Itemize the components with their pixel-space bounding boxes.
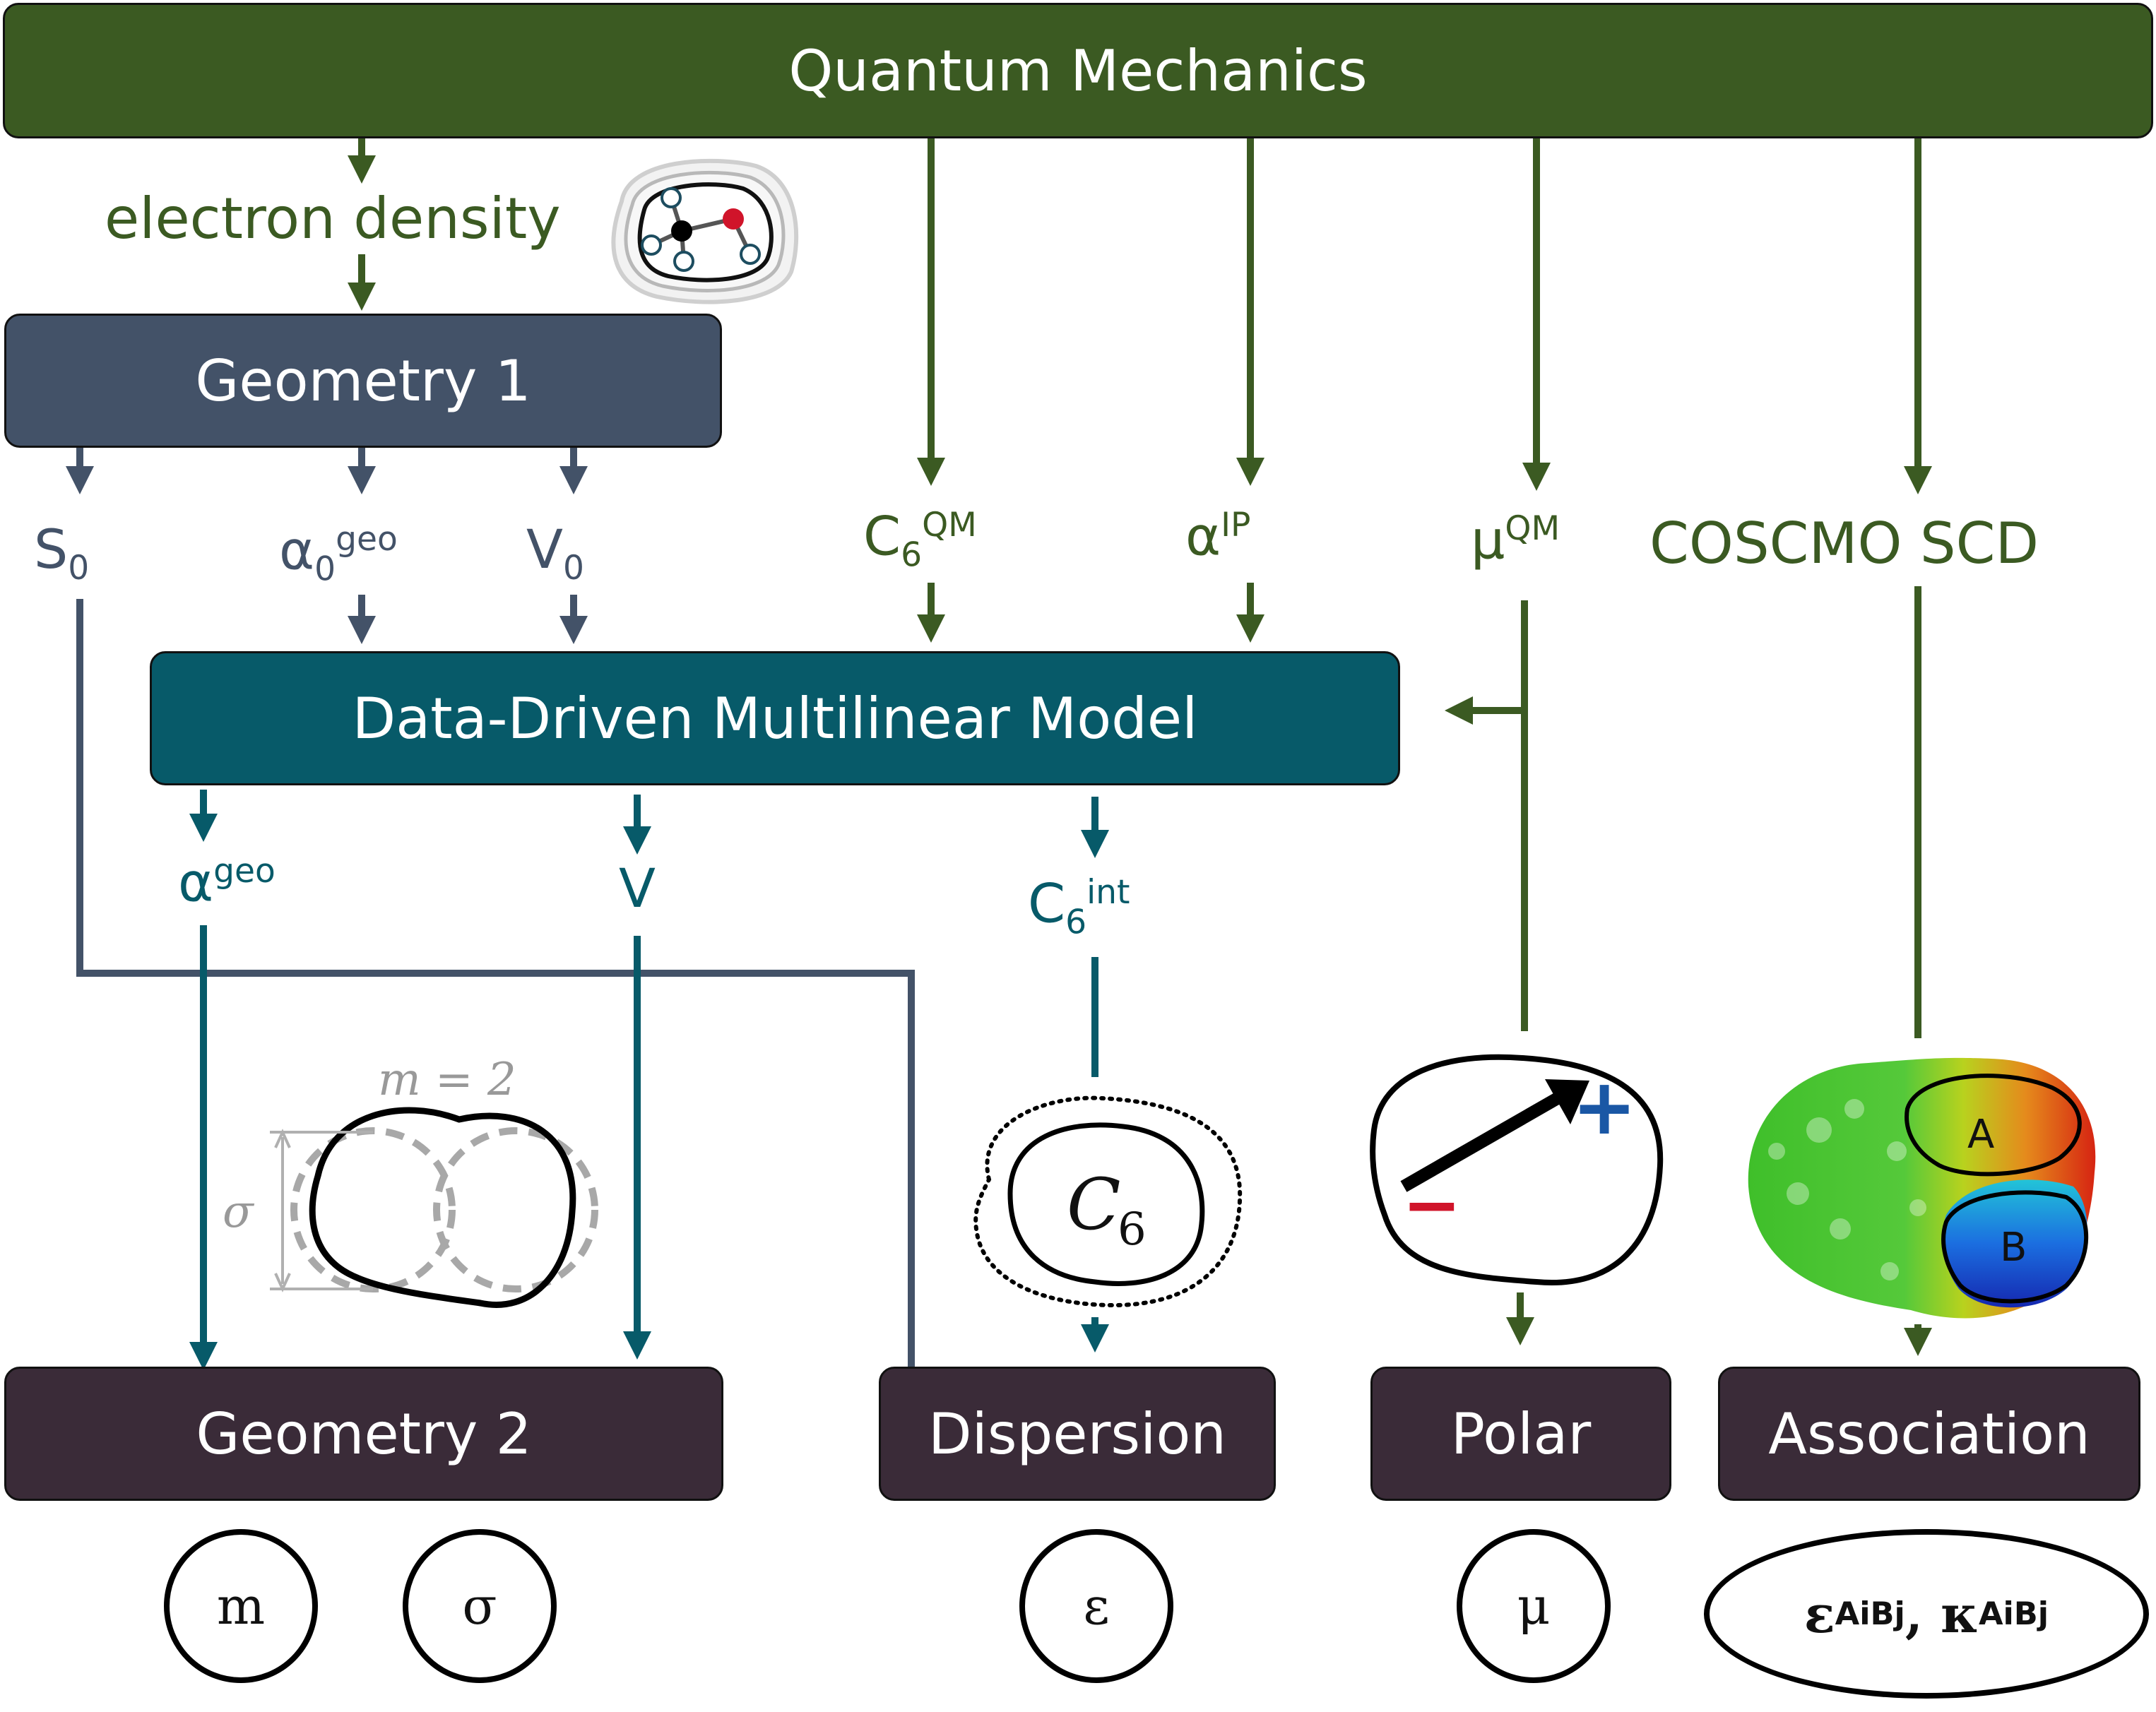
data-driven-multilinear-model-label: Data-Driven Multilinear Model — [352, 685, 1198, 751]
dipole-illustration: + − — [1370, 1054, 1664, 1285]
param-epsilon-label: ε — [1083, 1576, 1110, 1636]
association-box: Association — [1718, 1367, 2140, 1501]
quantum-mechanics-label: Quantum Mechanics — [788, 37, 1368, 104]
quantum-mechanics-box: Quantum Mechanics — [3, 3, 2153, 138]
geometry1-label: Geometry 1 — [195, 347, 531, 414]
site-b-label: B — [2000, 1225, 2027, 1271]
param-association-sep: , — [1905, 1583, 1941, 1644]
segment-chain-illustration: m = 2 σ — [223, 1054, 598, 1308]
geometry2-label: Geometry 2 — [196, 1401, 532, 1467]
alpha-geo-label: αgeo — [178, 850, 276, 914]
data-driven-multilinear-model-box: Data-Driven Multilinear Model — [150, 651, 1400, 785]
param-association-eps: ε — [1803, 1583, 1835, 1644]
sigma-dimension-label: σ — [223, 1186, 255, 1238]
param-m-circle: m — [164, 1529, 318, 1683]
s0-label: S0 — [34, 518, 90, 588]
param-m-label: m — [216, 1576, 266, 1636]
param-mu-label: μ — [1517, 1576, 1551, 1636]
dispersion-label: Dispersion — [928, 1401, 1226, 1467]
electron-density-label: electron density — [105, 186, 561, 251]
mu-qm-label: μQM — [1471, 508, 1560, 571]
param-association-eps-sup: AiBj — [1835, 1595, 1905, 1632]
cosmo-surface-illustration: A B — [1748, 1057, 2096, 1319]
polar-label: Polar — [1450, 1401, 1592, 1467]
param-association-kappa-sup: AiBj — [1978, 1595, 2049, 1632]
v0-label: V0 — [526, 518, 584, 588]
dipole-plus-icon: + — [1572, 1062, 1637, 1152]
geometry2-box: Geometry 2 — [4, 1367, 723, 1501]
param-association-kappa: κ — [1940, 1583, 1979, 1644]
dipole-minus-icon: − — [1402, 1163, 1462, 1246]
wire-mu-qm-to-model — [1445, 600, 1528, 725]
segment-count-label: m = 2 — [378, 1054, 516, 1106]
dispersion-box: Dispersion — [879, 1367, 1276, 1501]
electron-density-molecule-icon — [611, 158, 799, 304]
param-mu-circle: μ — [1457, 1529, 1611, 1683]
site-a-label: A — [1967, 1112, 1994, 1158]
alpha0-geo-label: α0geo — [279, 518, 398, 589]
geometry1-box: Geometry 1 — [4, 314, 722, 448]
c6-dispersion-illustration: C 6 — [973, 1095, 1243, 1308]
coscmo-scd-label: COSCMO SCD — [1649, 511, 2039, 576]
c6-int-label: C6int — [1028, 872, 1130, 942]
polar-box: Polar — [1370, 1367, 1671, 1501]
c6-symbol-sub: 6 — [1118, 1203, 1147, 1256]
c6-qm-label: C6QM — [863, 504, 977, 575]
wire-s0-to-dispersion — [76, 599, 915, 1370]
param-sigma-label: σ — [462, 1576, 497, 1636]
association-label: Association — [1768, 1401, 2090, 1467]
v-label: V — [619, 857, 656, 920]
param-epsilon-circle: ε — [1019, 1529, 1173, 1683]
param-sigma-circle: σ — [403, 1529, 557, 1683]
c6-symbol-base: C — [1067, 1163, 1121, 1246]
alpha-ip-label: αIP — [1185, 504, 1251, 568]
